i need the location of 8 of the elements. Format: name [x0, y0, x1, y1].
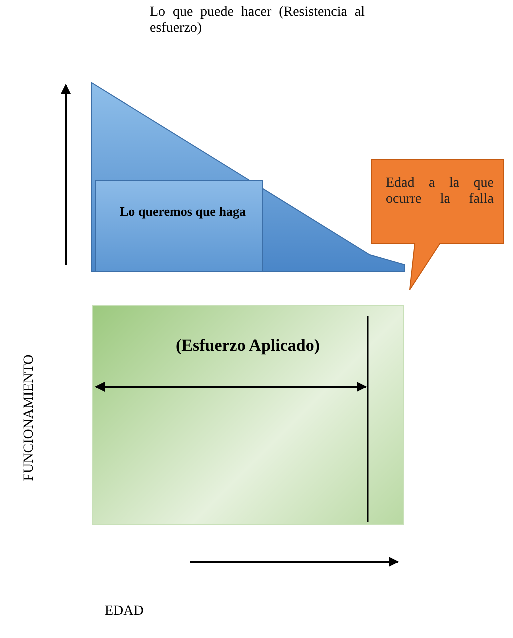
box-label: Lo queremos que haga [120, 203, 246, 220]
process-box [95, 180, 263, 272]
callout-text: Edad a la que ocurre la falla [386, 176, 494, 208]
panel-title: (Esfuerzo Aplicado) [174, 336, 322, 356]
node-label: Lo que puede hacer (Resistencia al esfuerzo) [150, 5, 365, 37]
axis-label: EDAD [105, 604, 144, 620]
stress-panel [92, 305, 404, 525]
axis-label: FUNCIONAMIENTO [22, 354, 38, 484]
